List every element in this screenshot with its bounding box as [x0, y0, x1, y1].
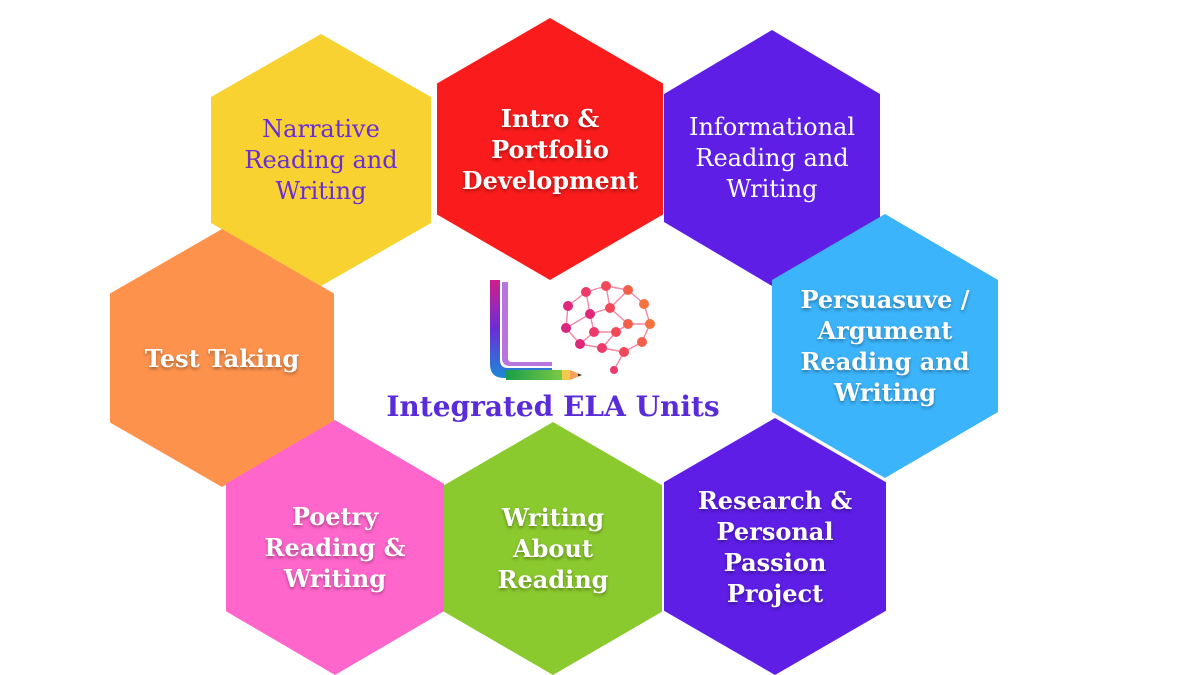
- hex-writing-about-reading: Writing About Reading: [444, 422, 662, 675]
- center-title: Integrated ELA Units: [386, 390, 720, 423]
- hex-intro-label: Intro & Portfolio Development: [461, 103, 639, 195]
- hex-persuasive: Persuasuve / Argument Reading and Writin…: [772, 214, 998, 478]
- hex-writing-about-reading-label: Writing About Reading: [497, 503, 609, 594]
- hex-narrative-label: Narrative Reading and Writing: [244, 114, 398, 205]
- brain-pencil-logo: [490, 280, 655, 380]
- hex-research-label: Research & Personal Passion Project: [697, 485, 853, 608]
- hex-test-taking-label: Test Taking: [144, 343, 300, 373]
- hex-poetry-label: Poetry Reading & Writing: [264, 502, 406, 593]
- hex-poetry: Poetry Reading & Writing: [226, 420, 444, 675]
- hex-intro: Intro & Portfolio Development: [437, 18, 663, 280]
- hex-informational-label: Informational Reading and Writing: [688, 112, 856, 203]
- hex-persuasive-label: Persuasuve / Argument Reading and Writin…: [800, 285, 970, 407]
